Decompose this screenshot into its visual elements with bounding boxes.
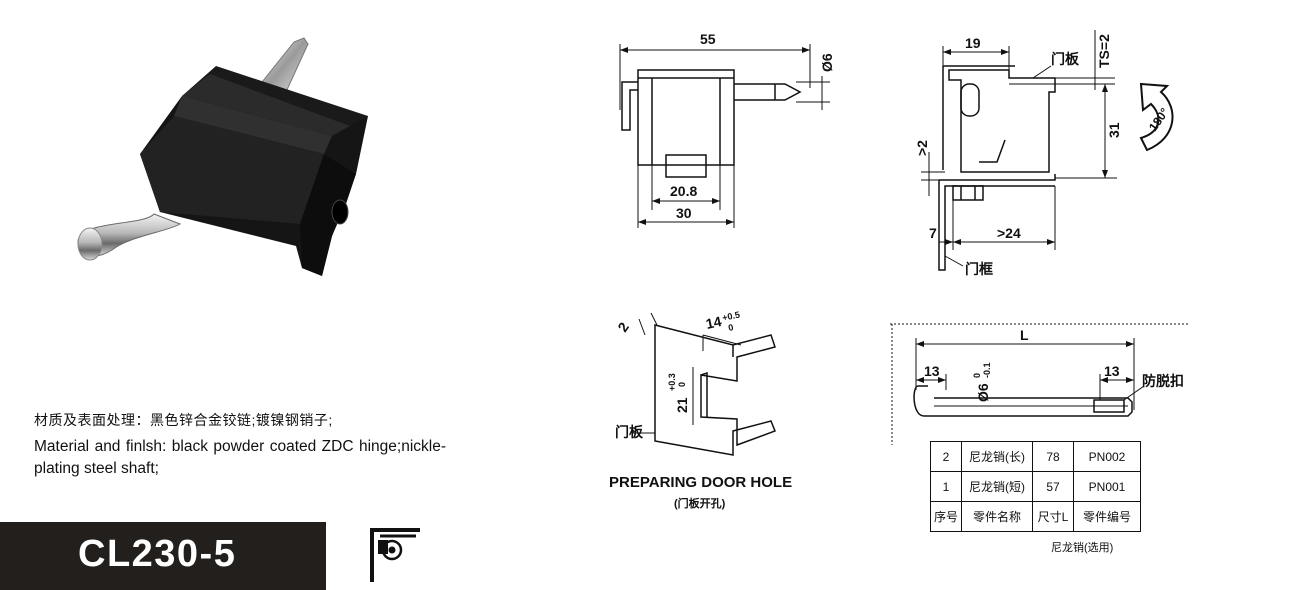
table-cell: 尼龙销(短)	[961, 471, 1034, 502]
table-cell: 78	[1032, 441, 1075, 472]
pin-dim-13-left: 13	[924, 363, 940, 379]
door-hole-drawing: 2 14 +0.5 0 21 +0.3 0 门板	[614, 309, 776, 456]
pin-anti-drop: 防脱扣	[1142, 373, 1184, 389]
model-code-bar	[0, 522, 326, 590]
hole-door-panel: 门板	[615, 424, 644, 440]
pin-dia: Ø6	[975, 383, 991, 402]
table-cell: 1	[929, 471, 963, 502]
hole-dim-21: 21	[674, 397, 690, 413]
side-view-drawing: 19 TS=2 门板 31 >2 7 >24 门框 180°	[914, 30, 1174, 277]
side-door-panel: 门板	[1051, 51, 1080, 67]
table-cell: 序号	[929, 501, 963, 532]
side-ts: TS=2	[1096, 34, 1112, 68]
table-row: 1 尼龙销(短) 57 PN001	[929, 471, 1142, 502]
pin-dia-tol-top: 0	[972, 373, 982, 378]
table-cell: PN002	[1073, 441, 1142, 472]
hole-dim-14-tol-top: +0.5	[721, 309, 740, 322]
table-row: 序号 零件名称 尺寸L 零件编号	[929, 501, 1142, 532]
hole-dim-14: 14	[704, 313, 723, 332]
side-dim-19: 19	[965, 35, 981, 51]
pin-drawing: L 13 13 Ø6 0 -0.1 防脱扣	[890, 323, 1188, 445]
front-dim-dia: Ø6	[819, 53, 835, 72]
side-dim-31: 31	[1106, 122, 1122, 138]
pin-dim-13-right: 13	[1104, 363, 1120, 379]
door-hole-title: PREPARING DOOR HOLE	[609, 474, 793, 491]
hole-dim-21-tol-bot: 0	[677, 382, 687, 387]
model-code: CL230-5	[78, 533, 237, 575]
table-cell: 2	[929, 441, 963, 472]
side-dim-24: >24	[997, 225, 1021, 241]
table-cell: 57	[1032, 471, 1075, 502]
table-cell: 尼龙销(长)	[961, 441, 1034, 472]
table-cell: 零件名称	[961, 501, 1034, 532]
pin-spec-table: 2 尼龙销(长) 78 PN002 1 尼龙销(短) 57 PN001 序号 零…	[929, 441, 1142, 532]
table-cell: 尺寸L	[1032, 501, 1075, 532]
door-hole-subtitle: (门板开孔)	[674, 498, 726, 510]
material-description-en: Material and finlsh: black powder coated…	[34, 438, 446, 477]
front-view-drawing: 55 Ø6 20.8 30	[619, 31, 835, 228]
table-row: 2 尼龙销(长) 78 PN002	[929, 441, 1142, 472]
hole-dim-21-tol-top: +0.3	[667, 373, 677, 391]
hinge-product-photo	[77, 37, 368, 276]
hinge-type-icon	[370, 528, 420, 582]
pin-dim-L: L	[1020, 327, 1029, 343]
hole-dim-14-tol-bot: 0	[727, 322, 734, 333]
pin-dia-tol-bot: -0.1	[982, 362, 992, 378]
side-door-frame: 门框	[965, 261, 993, 277]
material-description-cn: 材质及表面处理：黑色锌合金铰链;镀镍钢销子;	[34, 412, 333, 428]
hole-dim-2: 2	[614, 319, 632, 335]
pin-table-note: 尼龙销(选用)	[1051, 542, 1114, 554]
front-dim-20-8: 20.8	[670, 183, 697, 199]
front-dim-30: 30	[676, 205, 692, 221]
table-cell: PN001	[1073, 471, 1142, 502]
table-cell: 零件编号	[1073, 501, 1142, 532]
side-dim-gap: >2	[914, 140, 930, 156]
front-dim-55: 55	[700, 31, 716, 47]
side-dim-7: 7	[929, 225, 937, 241]
